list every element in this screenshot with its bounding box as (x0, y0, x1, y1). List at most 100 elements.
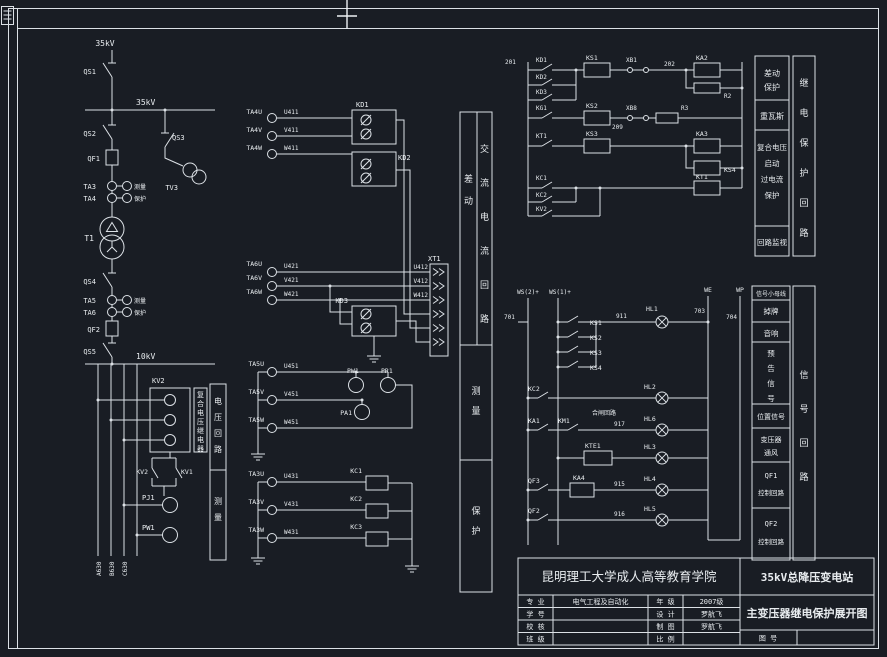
cat-overcurrent-2: 启动 (765, 158, 780, 168)
wire-703: 703 (694, 308, 705, 315)
label-ta4: TA4 (83, 195, 96, 203)
relay-box-kc2 (365, 503, 389, 519)
cat-differential-1: 差动 (764, 68, 780, 78)
label-kte1: KTE1 (585, 442, 601, 450)
label-pj1: PJ1 (142, 494, 155, 502)
label-ta5v: TA5V (248, 388, 264, 396)
meter-pj1 (162, 497, 178, 513)
breaker-qf2 (105, 320, 119, 337)
label-xb1: XB1 (626, 57, 637, 64)
title-block: 昆明理工大学成人高等教育学院 35kV总降压变电站 主变压器继电保护展开图 专 … (517, 557, 875, 646)
label-ta3v: TA3V (248, 498, 264, 506)
ct-secondary-circuits: TA4U TA4V TA4W U411 V411 W411 KD1 KD2 KD… (246, 101, 449, 573)
label-bus-10kv: 10kV (136, 352, 155, 361)
label-qf2: QF2 (87, 326, 100, 334)
wire-916: 916 (614, 511, 625, 518)
wire-915: 915 (614, 481, 625, 488)
wire-u431: U431 (284, 473, 299, 480)
wire-w431: W431 (284, 529, 299, 536)
meter-pw1 (162, 527, 178, 543)
sig-cat-header: 信号小母线 (756, 290, 786, 298)
meter-pr1 (380, 377, 396, 393)
center-banner-ac-current-circuit: 差动 交流电流回路 测量 保护 (459, 111, 493, 593)
field-draft: 制 图 (656, 622, 674, 631)
note-ta3: 测量 (134, 183, 146, 191)
label-ks4-contact: KS4 (590, 364, 602, 372)
sig-cat-sound: 音响 (764, 328, 779, 338)
label-ka2: KA2 (696, 54, 708, 62)
label-ka1: KA1 (528, 417, 540, 425)
voltage-transformer-tv3-symbol (182, 162, 207, 185)
coil-ks4 (693, 160, 721, 176)
voltage-measurement-circuit: KV2 复合电压继电器 电压回路 测量 KV2 KV1 PJ1 PW1 A630… (96, 376, 227, 576)
value-grade: 2007级 (700, 597, 724, 606)
wire-u451: U451 (284, 363, 299, 370)
coil-ks1 (583, 62, 611, 78)
bus-we: WE (704, 286, 712, 294)
ct-ta4 (107, 193, 117, 203)
label-kv1: KV1 (181, 468, 193, 476)
label-qs2: QS2 (83, 130, 96, 138)
label-col-voltage: 电压回路 (214, 396, 222, 454)
label-tv3: TV3 (165, 184, 178, 192)
label-kd2: KD2 (398, 154, 411, 162)
label-qf3: QF3 (528, 477, 540, 485)
label-t1: T1 (84, 234, 94, 243)
label-ta4v: TA4V (246, 126, 262, 134)
cat-supervision: 回路监视 (757, 237, 787, 247)
label-ta4u: TA4U (246, 108, 262, 116)
banner-signal-circuit: 信号回路 (799, 369, 808, 483)
label-pw1-ct: PW1 (347, 367, 359, 375)
wire-701: 701 (504, 314, 515, 321)
wire-w451: W451 (284, 419, 299, 426)
cat-gas: 重瓦斯 (760, 111, 784, 121)
transformer-t1-symbol (99, 216, 125, 260)
sig-cat-qf2: QF2 (765, 520, 778, 528)
station-name: 35kV总降压变电站 (761, 570, 854, 584)
protection-banner-box (792, 55, 816, 257)
wire-202: 202 (664, 61, 675, 68)
drawing-frame (8, 8, 879, 649)
label-ta3: TA3 (83, 183, 96, 191)
label-ka3: KA3 (696, 130, 708, 138)
label-qf1: QF1 (87, 155, 100, 163)
field-student-id: 学 号 (526, 610, 544, 619)
ct-ta3b (122, 181, 132, 191)
coil-ka2 (693, 62, 721, 78)
label-ta3u: TA3U (248, 470, 264, 478)
relay-box-kc3 (365, 531, 389, 547)
bus-wp: WP (736, 286, 744, 294)
label-relay-box: 复合电压继电器 (197, 390, 204, 453)
field-scale: 比 例 (656, 635, 674, 644)
label-qs5: QS5 (83, 348, 96, 356)
relay-box-kc1 (365, 475, 389, 491)
label-hl1: HL1 (646, 305, 658, 313)
sig-cat-qf1-ctrl: 控制回路 (758, 488, 785, 497)
label-kd2-contact: KD2 (536, 74, 547, 81)
label-qs1: QS1 (83, 68, 96, 76)
label-pw1: PW1 (142, 524, 155, 532)
label-pr1: PR1 (381, 367, 393, 375)
wire-911: 911 (616, 313, 627, 320)
wire-c630: C630 (122, 561, 129, 576)
relay-box-kd2 (351, 151, 397, 187)
relay-box-kd3 (351, 305, 397, 337)
coil-kt1 (693, 180, 721, 196)
label-kd1-contact: KD1 (536, 57, 547, 64)
field-check: 校 核 (526, 622, 544, 631)
wire-917: 917 (614, 421, 625, 428)
terminal-strip-xt1 (429, 263, 449, 357)
cat-differential-2: 保护 (764, 82, 780, 92)
label-ks2-contact: KS2 (590, 334, 602, 342)
voltage-column-box (209, 383, 227, 561)
wire-v421: V421 (284, 277, 299, 284)
note-ta5: 测量 (134, 297, 146, 305)
label-ta5w: TA5W (248, 416, 264, 424)
note-ta6: 保护 (134, 309, 146, 317)
resistor-r3 (655, 112, 679, 124)
wire-w412: W412 (414, 292, 429, 299)
wire-v451: V451 (284, 391, 299, 398)
wire-201: 201 (505, 59, 516, 66)
protection-logic-circuit: 201 KD1 KD2 KD3 KS1 XB1 202 KA2 R2 KG1 K… (505, 54, 816, 257)
